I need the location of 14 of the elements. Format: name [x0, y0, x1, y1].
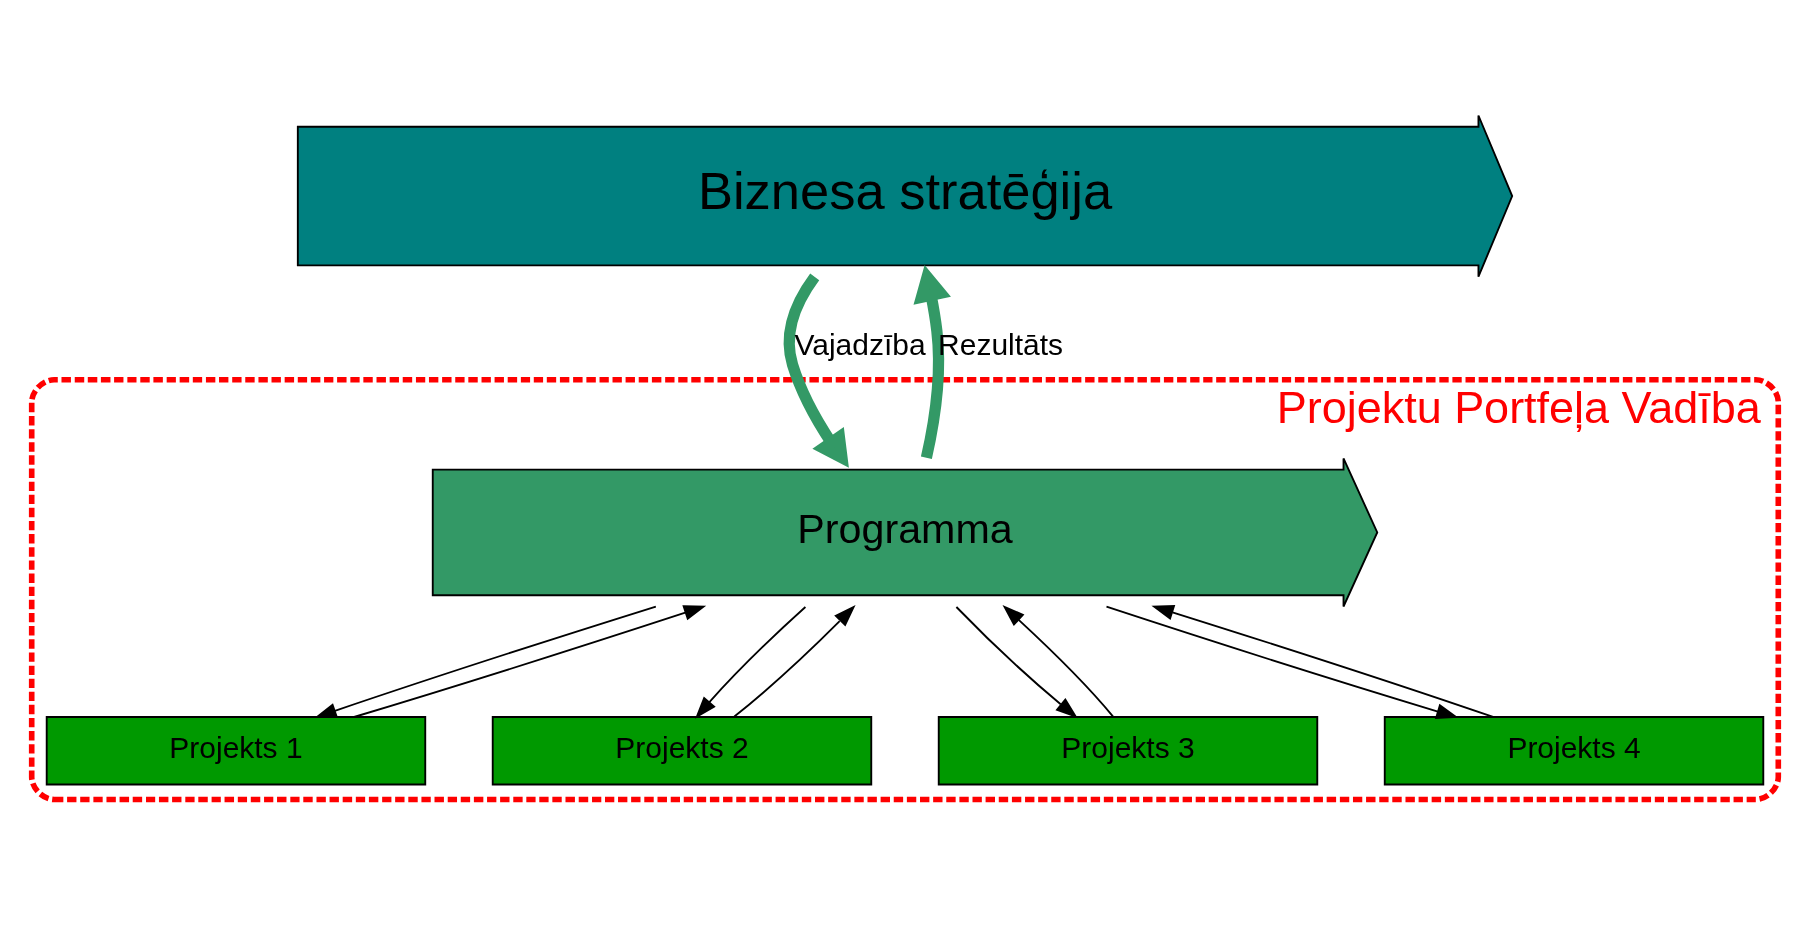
arrow [314, 605, 657, 718]
arrow [955, 605, 1078, 718]
arrow [695, 605, 807, 719]
arrow [783, 273, 849, 468]
arrow [1151, 604, 1494, 718]
arrow [353, 604, 707, 718]
arrow [733, 604, 856, 717]
node-box: Projekts 2 [491, 715, 873, 785]
arrow [913, 264, 951, 459]
arrow [1105, 605, 1459, 719]
node-box: Projekts 4 [1383, 715, 1765, 785]
node-box: Projekts 3 [937, 715, 1319, 785]
node-box: Projekts 1 [45, 715, 427, 785]
arrow [1002, 604, 1115, 717]
